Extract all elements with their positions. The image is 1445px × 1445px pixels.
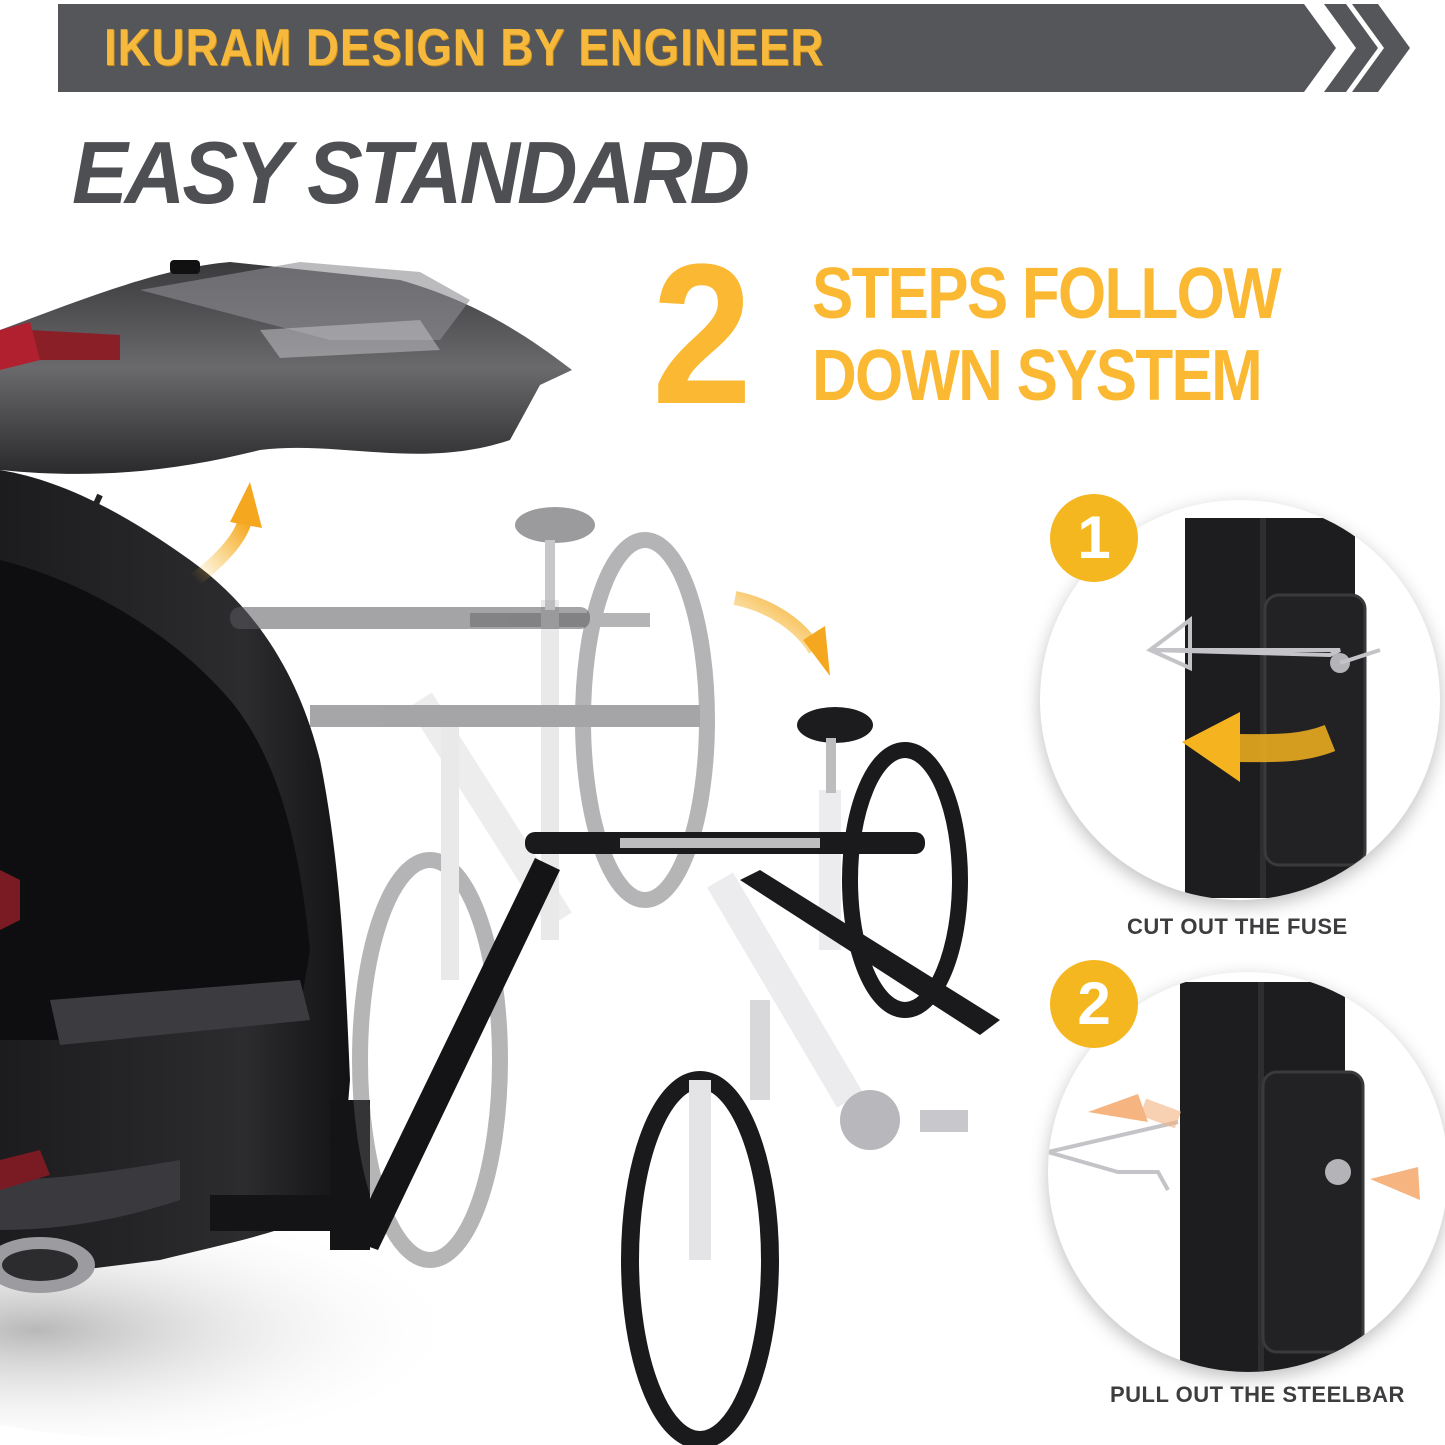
curved-up-arrow-icon (230, 482, 262, 528)
feature-number: 2 (652, 223, 753, 446)
pin-removal-arrow-icon (1182, 712, 1240, 782)
step-1-detail-image (1040, 500, 1440, 900)
feature-line-1: STEPS FOLLOW (812, 254, 1282, 334)
car-bike-rack-illustration (0, 250, 1030, 1445)
step-2-caption: PULL OUT THE STEELBAR (1110, 1382, 1405, 1407)
top-banner: IKURAM DESIGN BY ENGINEER (58, 4, 1410, 92)
double-chevron-right-icon (58, 4, 1410, 92)
banner-title: IKURAM DESIGN BY ENGINEER (104, 19, 825, 77)
headline: EASY STANDARD (72, 123, 750, 222)
step-1-badge: 1 (1050, 494, 1138, 582)
feature-line-2: DOWN SYSTEM (812, 336, 1263, 416)
step-1-caption: CUT OUT THE FUSE (1127, 914, 1348, 939)
curved-down-arrow-icon (803, 626, 830, 676)
pull-pin-arrow-icon (1370, 1167, 1420, 1200)
step-2-badge: 2 (1050, 960, 1138, 1048)
